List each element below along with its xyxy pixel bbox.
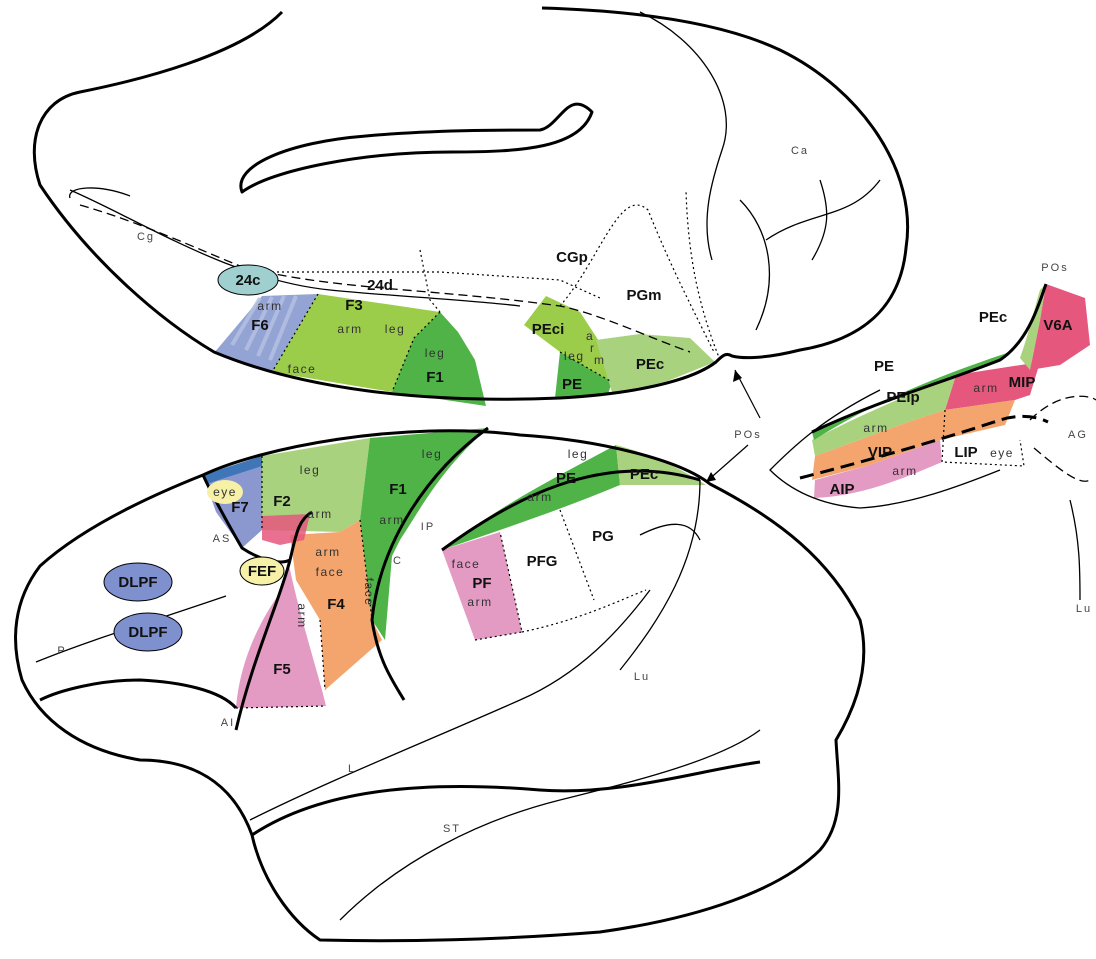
medial-label-f1-leg: leg (425, 346, 446, 360)
medial-label-f3: F3 (345, 297, 363, 314)
inset-label-mip: MIP (1009, 374, 1036, 391)
medial-label-ca: Ca (791, 145, 809, 157)
lateral-label-f4-face: face (316, 565, 345, 579)
lateral-label-pe-arm: arm (527, 490, 552, 504)
medial-label-cgp: CGp (556, 249, 588, 266)
lateral-label-f2: F2 (273, 493, 291, 510)
lateral-label-l: L (348, 763, 356, 775)
lateral-label-lu: Lu (634, 671, 650, 683)
lateral-hemisphere-outline (16, 431, 864, 941)
inset-label-v6a: V6A (1043, 317, 1072, 334)
inset-label-aip: AIP (829, 481, 854, 498)
lateral-border-pfg-pg (522, 510, 646, 632)
lateral-label-f1-face: face (362, 578, 376, 607)
lateral-label-ai: AI (221, 717, 235, 729)
medial-sulcus-ca (766, 180, 880, 260)
inset-label-arm-aip: arm (892, 464, 917, 478)
medial-border-pgm-vert (686, 190, 720, 360)
lateral-label-pe: PE (556, 470, 576, 487)
inset-ag-curve-lower (1034, 448, 1090, 481)
medial-label-pec: PEc (636, 356, 664, 373)
medial-corpus-callosum (241, 104, 592, 192)
lateral-label-c: C (393, 555, 403, 567)
lateral-cerebellum-divider (252, 762, 760, 835)
medial-callosal-sulcus (70, 190, 520, 306)
lateral-label-pf: PF (472, 575, 491, 592)
lateral-label-f1-leg: leg (422, 447, 443, 461)
pos-arrow-down-head (706, 472, 716, 482)
lateral-label-f7: F7 (231, 499, 249, 516)
lateral-label-f5-arm: arm (295, 603, 309, 628)
inset-label-ag: AG (1068, 429, 1088, 441)
lateral-label-fef: FEF (248, 563, 276, 580)
lateral-frontal-pole (40, 680, 236, 708)
pos-pointer: POs (706, 370, 762, 482)
medial-label-pec-leg: leg (564, 349, 585, 363)
lateral-label-as: AS (213, 533, 232, 545)
inset-label-pos: POs (1041, 262, 1068, 274)
medial-label-f3-face: face (288, 362, 317, 376)
lateral-label-pe-leg: leg (568, 447, 589, 461)
lateral-label-pg: PG (592, 528, 614, 545)
lateral-label-st: ST (443, 823, 461, 835)
medial-label-pe: PE (562, 376, 582, 393)
lateral-label-f4: F4 (327, 596, 345, 613)
inset-ag-curve (1030, 396, 1096, 420)
medial-label-pgm: PGm (626, 287, 661, 304)
lateral-label-dlpf-upper: DLPF (118, 574, 157, 591)
lateral-label-f4-arm: arm (315, 545, 340, 559)
medial-label-f3-arm: arm (337, 322, 362, 336)
medial-border-24d (262, 272, 600, 298)
medial-label-cg: Cg (137, 231, 155, 243)
medial-label-24d: 24d (367, 277, 393, 294)
lateral-label-eye: eye (213, 485, 237, 499)
inset-label-pec: PEc (979, 309, 1007, 326)
lateral-label-pec: PEc (630, 466, 658, 483)
inset-lu-line (1070, 500, 1080, 600)
lateral-label-f2-leg: leg (300, 463, 321, 477)
lateral-label-pfg: PFG (527, 553, 558, 570)
lateral-label-f1: F1 (389, 481, 407, 498)
medial-cuneus-line (740, 200, 769, 330)
medial-label-24c: 24c (235, 272, 260, 289)
inset-label-arm-peip: arm (863, 421, 888, 435)
medial-label-pec-m: m (594, 353, 606, 367)
inset-label-peip: PEip (886, 389, 919, 406)
lateral-label-dlpf-lower: DLPF (128, 624, 167, 641)
medial-inner-line (70, 188, 130, 198)
inset-label-vip: VIP (868, 444, 892, 461)
lateral-sulcus-pg (640, 524, 700, 540)
lateral-label-p: P (57, 645, 66, 657)
lateral-label-f1-arm: arm (379, 513, 404, 527)
medial-label-f6: F6 (251, 317, 269, 334)
medial-border-24d-f1 (420, 250, 440, 312)
pos-pointer-label: POs (734, 429, 761, 441)
medial-label-f1: F1 (426, 369, 444, 386)
inset-label-pe: PE (874, 358, 894, 375)
lateral-label-f5: F5 (273, 661, 291, 678)
inset-label-arm-mip: arm (973, 381, 998, 395)
lateral-label-pf-arm: arm (467, 595, 492, 609)
lateral-view: DLPF DLPF FEF eye F7 leg F2 arm leg F1 a… (16, 428, 864, 941)
lateral-label-pf-face: face (452, 557, 481, 571)
lateral-sulcus-st (340, 730, 760, 920)
lateral-label-f2-arm: arm (307, 507, 332, 521)
medial-label-f6-arm: arm (257, 299, 282, 313)
lateral-sulcus-lu (620, 480, 700, 670)
medial-label-f3-leg: leg (385, 322, 406, 336)
medial-hemisphere-outline (34, 8, 907, 399)
inset-label-lu: Lu (1076, 603, 1092, 615)
medial-label-peci: PEci (532, 321, 565, 338)
lateral-label-ip: IP (421, 521, 435, 533)
inset-label-eye-lip: eye (990, 446, 1014, 460)
medial-view: 24c 24d F6 arm F3 leg arm face leg F1 CG… (34, 8, 907, 406)
inset-label-lip: LIP (954, 444, 977, 461)
